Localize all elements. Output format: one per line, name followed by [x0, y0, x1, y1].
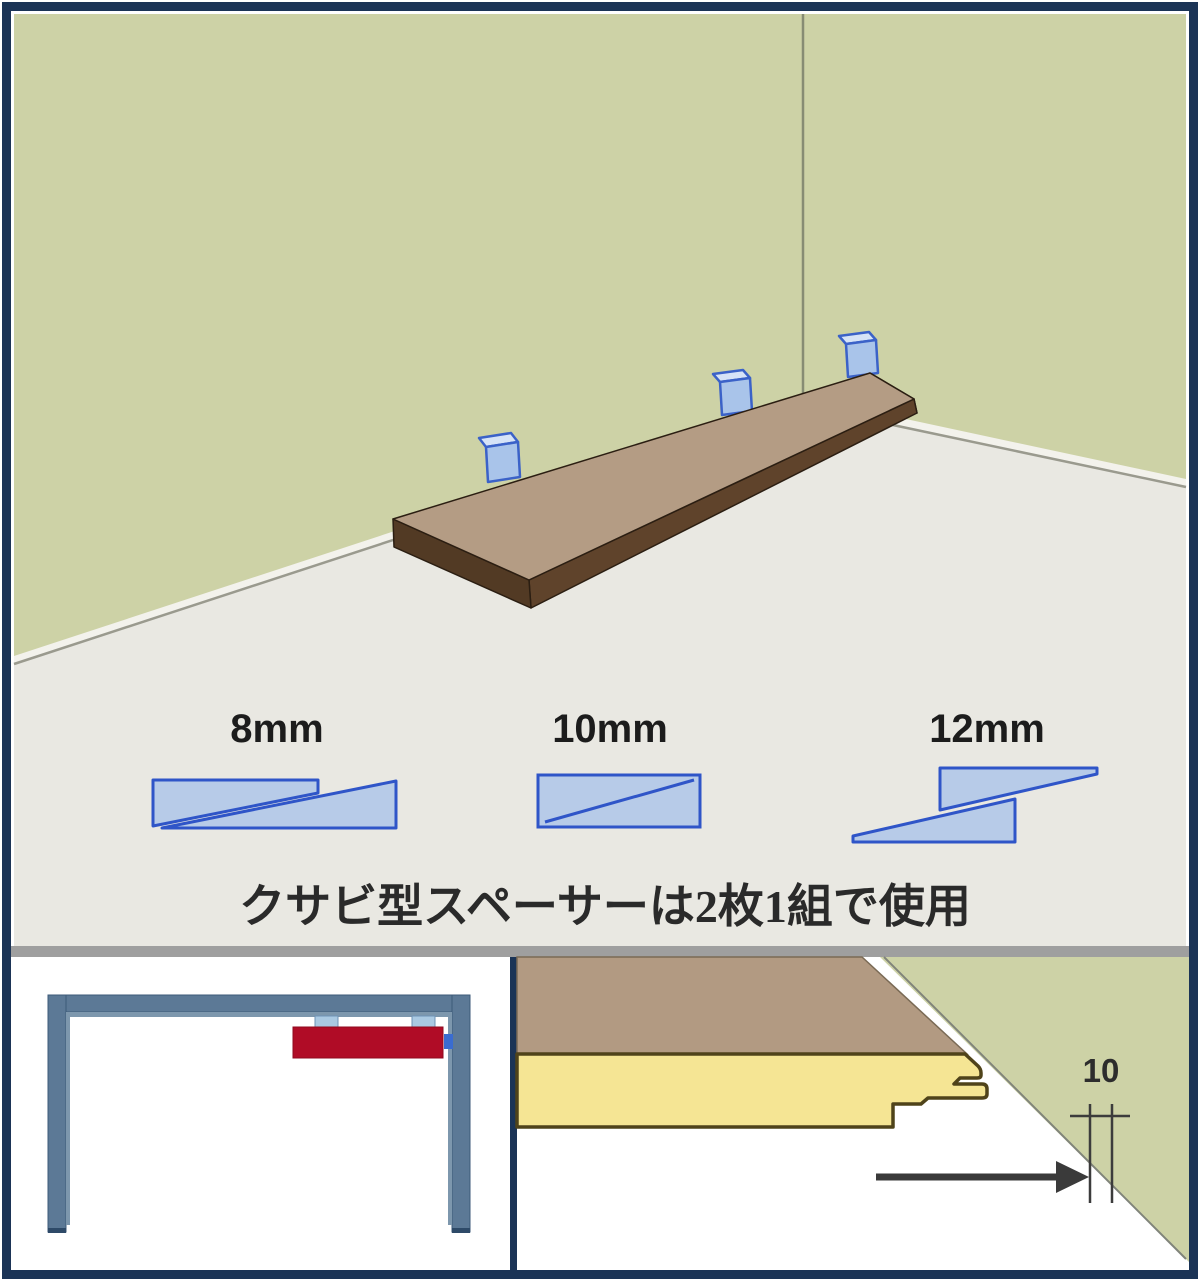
- left-leg-cap: [48, 1228, 66, 1233]
- spacer-size-label-12mm: 12mm: [929, 707, 1045, 751]
- gap-arrow-head: [1056, 1161, 1089, 1193]
- wedge-diagram-10mm: [536, 773, 702, 829]
- room-illustration: 8mm 10mm 12mm クサビ型スペーサーは2枚1組で使用: [13, 14, 1187, 946]
- plan-spacer-top-1: [314, 1015, 339, 1028]
- plank-top-face: [392, 372, 915, 581]
- board-cross-section: [515, 1052, 989, 1129]
- spacer-size-label-8mm: 8mm: [230, 707, 323, 751]
- horizontal-divider: [11, 946, 1189, 957]
- plan-spacer-top-2: [411, 1015, 436, 1028]
- left-wall: [14, 14, 803, 658]
- wedge-diagram-8mm: [151, 778, 398, 830]
- gap-dimension-label: 10: [1083, 1052, 1120, 1089]
- right-leg-cap: [452, 1228, 470, 1233]
- spacer-block-middle: [711, 368, 754, 417]
- wedge-diagram-12mm: [851, 766, 1099, 844]
- right-wall: [803, 14, 1186, 481]
- plan-view-panel: [11, 957, 510, 1270]
- room-outline-frame: [47, 994, 471, 1233]
- spacer-size-label-10mm: 10mm: [552, 707, 668, 751]
- spacer-block-left: [477, 431, 522, 484]
- wall-diagonal-line: [883, 956, 1187, 1260]
- caption-text: クサビ型スペーサーは2枚1組で使用: [239, 881, 971, 932]
- plan-spacer-end: [444, 1034, 453, 1049]
- spacer-block-right: [837, 330, 880, 379]
- first-board-red: [292, 1026, 444, 1059]
- wedge-size-diagrams: 8mm 10mm 12mm: [151, 707, 1099, 844]
- gap-dimension: 10: [876, 1052, 1130, 1203]
- floor-plank: [392, 372, 918, 609]
- cross-section-panel: 10: [515, 956, 1189, 1270]
- frame-inner-lip: [66, 1012, 452, 1225]
- vertical-divider: [510, 957, 517, 1270]
